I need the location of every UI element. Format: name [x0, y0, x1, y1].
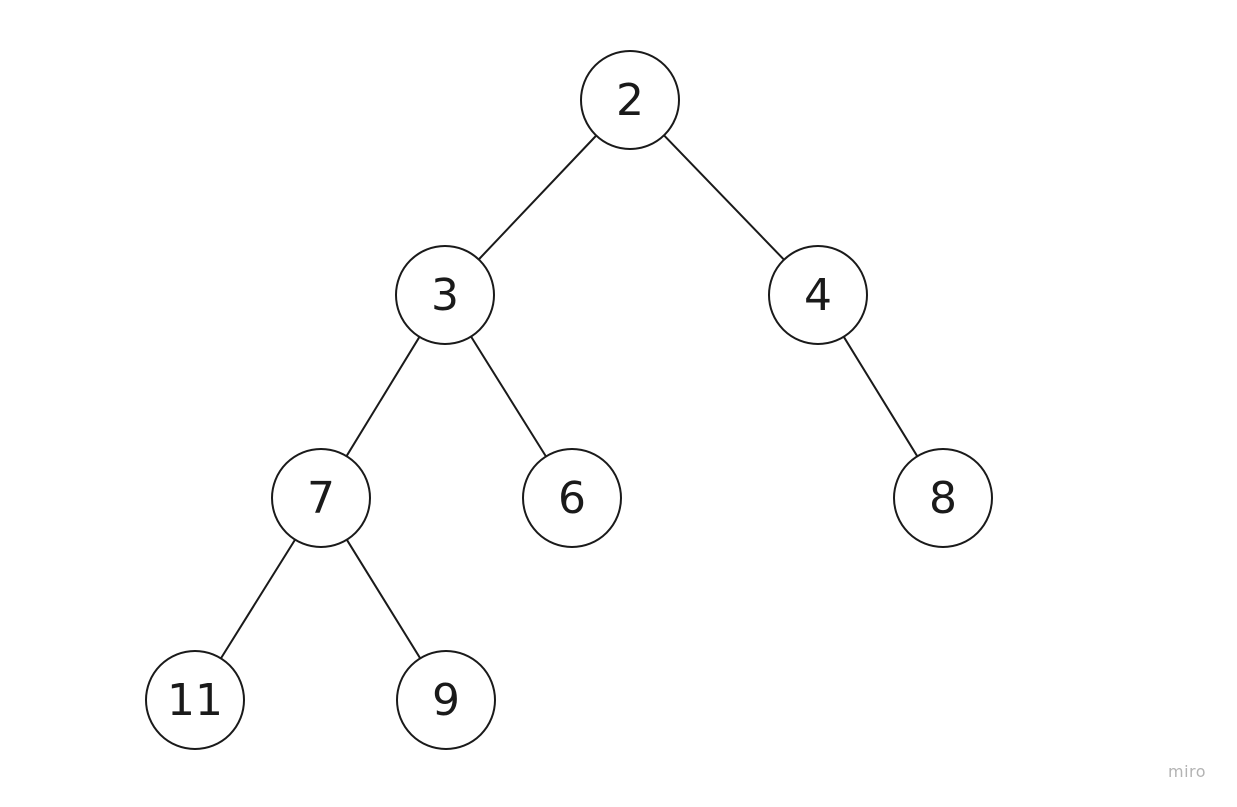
node-circle	[395, 245, 495, 345]
node-circle	[145, 650, 245, 750]
edge-n3-n6	[470, 335, 547, 458]
miro-watermark: miro	[1168, 762, 1207, 781]
nodes-layer: 2 3 4 7 6 8 11 9	[145, 50, 993, 750]
node-circle	[396, 650, 496, 750]
node-label: 11	[167, 675, 223, 726]
tree-node-9: 9	[396, 650, 496, 750]
node-label: 6	[558, 473, 586, 524]
edge-n2-n4	[663, 134, 785, 261]
node-label: 7	[307, 473, 335, 524]
tree-node-8: 8	[893, 448, 993, 548]
tree-node-6: 6	[522, 448, 622, 548]
edge-n2-n3	[477, 134, 598, 261]
edge-n7-n11	[219, 538, 297, 660]
edge-n4-n8	[842, 335, 919, 458]
node-circle	[768, 245, 868, 345]
node-circle	[522, 448, 622, 548]
node-circle	[271, 448, 371, 548]
edge-n3-n7	[345, 335, 421, 458]
node-label: 8	[929, 473, 957, 524]
node-circle	[893, 448, 993, 548]
edges-layer	[219, 134, 919, 660]
tree-node-3: 3	[395, 245, 495, 345]
tree-node-4: 4	[768, 245, 868, 345]
node-label: 9	[432, 675, 460, 726]
tree-node-2: 2	[580, 50, 680, 150]
node-label: 2	[616, 75, 644, 126]
node-label: 4	[804, 270, 832, 321]
node-label: 3	[431, 270, 459, 321]
edge-n7-n9	[345, 538, 422, 660]
tree-node-7: 7	[271, 448, 371, 548]
node-circle	[580, 50, 680, 150]
tree-node-11: 11	[145, 650, 245, 750]
